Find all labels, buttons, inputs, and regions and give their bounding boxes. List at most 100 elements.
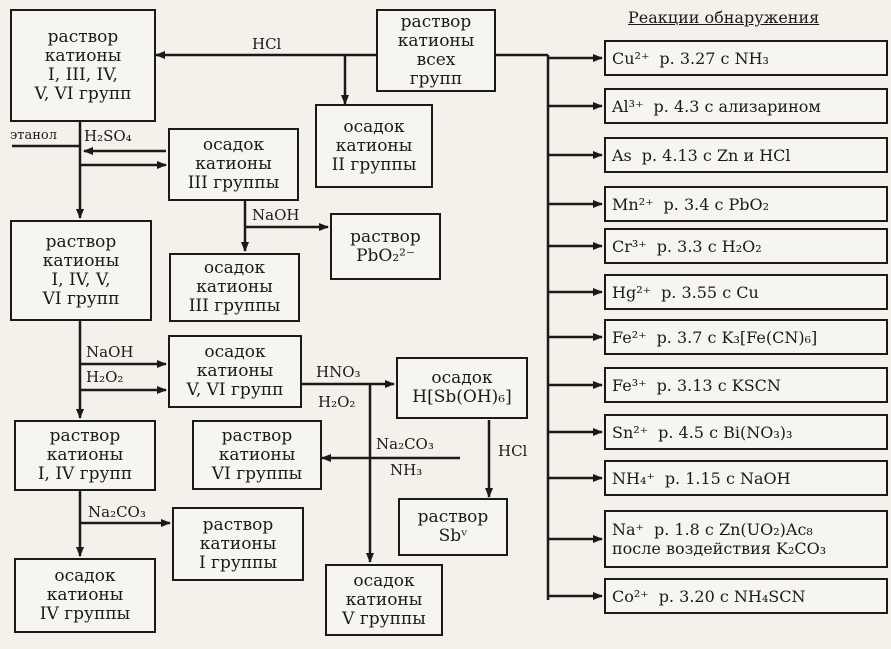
reaction-text: р. 1.15 с NaOH	[664, 468, 791, 488]
box-line: осадок	[204, 342, 266, 362]
reaction-item: Cu²⁺ р. 3.27 с NH₃	[604, 40, 888, 76]
label-naoh-1: NaOH	[252, 206, 300, 224]
box-line: катионы	[42, 250, 120, 271]
reaction-text: р. 1.8 с Zn(UO₂)Ac₈	[653, 520, 813, 539]
label-h2so4: H₂SO₄	[84, 127, 132, 145]
reaction-ion: Na⁺	[612, 520, 644, 539]
box-group4-precipitate: осадок катионы IV группы	[14, 558, 156, 633]
reaction-ion: Fe²⁺	[612, 327, 647, 347]
box-line: осадок	[202, 135, 265, 155]
box-line: катионы	[46, 445, 124, 465]
reaction-ion: NH₄⁺	[612, 468, 655, 488]
reaction-line: As р. 4.13 с Zn и HCl	[612, 146, 791, 165]
reaction-text: р. 4.13 с Zn и HCl	[641, 145, 791, 165]
box-line: катионы	[199, 533, 277, 554]
box-line: осадок	[353, 570, 415, 591]
box-group2-precipitate: осадок катионы II группы	[315, 104, 433, 188]
reaction-item: Mn²⁺р. 3.4 с PbO₂	[604, 186, 888, 222]
label-hno3: HNO₃	[316, 363, 361, 381]
label-nh3: NH₃	[390, 461, 423, 479]
label-na2co3-2: Na₂CO₃	[88, 503, 146, 521]
box-line: раствор	[417, 507, 489, 527]
reaction-line: Fe²⁺р. 3.7 с K₃[Fe(CN)₆]	[612, 328, 817, 347]
box-pbo2-solution: раствор PbO₂²⁻	[330, 213, 441, 280]
box-line: групп	[409, 68, 463, 89]
reaction-ion: Hg²⁺	[612, 282, 652, 302]
label-hcl-2: HCl	[498, 442, 528, 460]
reaction-item: As р. 4.13 с Zn и HCl	[604, 137, 888, 173]
label-hcl-top: HCl	[252, 35, 282, 53]
box-line: Sbᵛ	[438, 526, 468, 546]
box-line: II группы	[331, 154, 417, 175]
reaction-text: р. 4.5 с Bi(NO₃)₃	[658, 422, 793, 442]
box-cations-14: раствор катионы I, IV групп	[14, 420, 156, 491]
reaction-ion: Co²⁺	[612, 586, 649, 606]
reaction-ion: Fe³⁺	[612, 375, 647, 395]
box-sbv-solution: раствор Sbᵛ	[398, 498, 508, 556]
box-line: VI группы	[211, 463, 303, 484]
reaction-item: Fe³⁺ р. 3.13 с KSCN	[604, 367, 888, 403]
box-line: катионы	[345, 589, 423, 610]
box-line: I, III, IV,	[48, 64, 118, 85]
box-line: раствор	[47, 26, 119, 47]
box-line: осадок	[431, 368, 493, 388]
reaction-line: Mn²⁺р. 3.4 с PbO₂	[612, 195, 769, 214]
reaction-line: Al³⁺ р. 4.3 с ализарином	[612, 97, 821, 116]
reaction-text: р. 3.20 с NH₄SCN	[658, 586, 806, 606]
box-line: V, VI групп	[186, 380, 284, 400]
reaction-text: р. 3.4 с PbO₂	[663, 194, 770, 214]
reaction-text: р. 3.27 с NH₃	[659, 48, 769, 68]
box-line: катионы	[46, 585, 124, 605]
reaction-item: Al³⁺ р. 4.3 с ализарином	[604, 88, 888, 124]
reaction-line: Co²⁺ р. 3.20 с NH₄SCN	[612, 587, 805, 606]
box-line: катионы	[44, 45, 122, 66]
box-line: катионы	[397, 30, 475, 51]
box-line: VI групп	[42, 288, 120, 309]
reaction-ion: Al³⁺	[612, 96, 644, 116]
reaction-item: Fe²⁺р. 3.7 с K₃[Fe(CN)₆]	[604, 319, 888, 355]
box-line: катионы	[218, 444, 296, 465]
box-line: IV группы	[39, 604, 131, 624]
box-group3-precipitate: осадок катионы III группы	[168, 128, 299, 201]
reaction-text: р. 3.13 с KSCN	[656, 375, 781, 395]
box-line: раствор	[49, 426, 121, 446]
reaction-text: р. 3.55 с Cu	[661, 282, 759, 302]
reaction-item: Hg²⁺ р. 3.55 с Cu	[604, 274, 888, 310]
box-all-groups: раствор катионы всех групп	[376, 9, 496, 92]
reaction-text: р. 4.3 с ализарином	[653, 96, 821, 116]
box-line: I группы	[198, 552, 278, 573]
reaction-ion: As	[612, 145, 632, 165]
reaction-line: Fe³⁺ р. 3.13 с KSCN	[612, 376, 781, 395]
label-naoh-2: NaOH	[86, 343, 134, 361]
reaction-ion: Cr³⁺	[612, 236, 647, 256]
box-line: катионы	[196, 361, 274, 381]
label-h2o2-2: H₂O₂	[318, 393, 356, 411]
box-line: раствор	[221, 425, 293, 446]
reaction-item: Co²⁺ р. 3.20 с NH₄SCN	[604, 578, 888, 614]
reaction-ion: Sn²⁺	[612, 422, 649, 442]
reaction-item: Sn²⁺ р. 4.5 с Bi(NO₃)₃	[604, 414, 888, 450]
box-group5-precipitate: осадок катионы V группы	[325, 564, 443, 636]
box-sb-precipitate: осадок H[Sb(OH)₆]	[396, 357, 528, 419]
reaction-line: NH₄⁺ р. 1.15 с NaOH	[612, 469, 791, 488]
reaction-item: NH₄⁺ р. 1.15 с NaOH	[604, 460, 888, 496]
box-line: раствор	[400, 11, 472, 32]
reaction-text-2: после воздействия K₂CO₃	[612, 539, 827, 558]
box-line: всех	[416, 49, 456, 70]
box-line: I, IV групп	[37, 464, 133, 484]
box-group56-precipitate: осадок катионы V, VI групп	[168, 335, 302, 408]
box-line: I, IV, V,	[51, 269, 111, 290]
label-ethanol: этанол	[10, 128, 57, 143]
box-line: раствор	[45, 231, 117, 252]
box-line: раствор	[350, 226, 421, 247]
box-line: катионы	[335, 135, 413, 156]
label-na2co3-1: Na₂CO₃	[376, 435, 434, 453]
box-line: PbO₂²⁻	[356, 245, 415, 266]
box-line: H[Sb(OH)₆]	[412, 387, 512, 407]
reaction-ion: Cu²⁺	[612, 48, 650, 68]
box-line: V, VI групп	[34, 83, 132, 104]
box-group3-precipitate-2: осадок катионы III группы	[169, 253, 300, 322]
label-h2o2-1: H₂O₂	[86, 368, 124, 386]
